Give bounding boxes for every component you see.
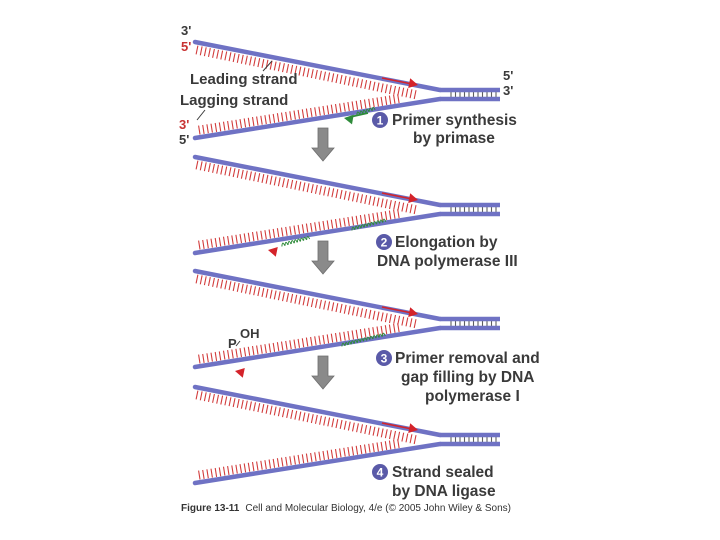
leading-strand-label: Leading strand [190, 71, 298, 88]
fork-panel-4 [192, 384, 500, 486]
leading-strand-bases [195, 45, 417, 100]
leading-strand-arrow-shaft [381, 306, 413, 314]
step-4-line-2: by DNA ligase [392, 483, 496, 500]
leading-strand-arrow-shaft [381, 192, 413, 200]
step-1-line-2: by primase [413, 130, 495, 147]
pol1-arrowhead [235, 368, 245, 378]
parental-duplex-bases [450, 319, 497, 328]
step-badge-number: 3 [381, 352, 388, 366]
step-2-line-2: DNA polymerase III [377, 253, 518, 270]
bottom-template-backbone [192, 325, 443, 370]
lagging-okazaki-bases [198, 94, 400, 135]
leading-strand-bases [195, 274, 417, 329]
leading-strand-pointer [262, 60, 273, 72]
primer-arrow-shaft [349, 112, 369, 118]
bottom-template-backbone [192, 96, 443, 141]
label-right-5prime: 5' [503, 68, 513, 83]
step-badge-number: 2 [381, 236, 388, 250]
caption-figure-number: Figure 13-11 [181, 503, 240, 514]
rna-primer [356, 106, 376, 116]
label-left-5prime: 5' [179, 132, 189, 147]
leading-strand-arrowhead [408, 193, 418, 203]
rna-primer-new [351, 218, 387, 231]
label-left-3prime: 3' [179, 117, 189, 132]
rna-primer [281, 236, 311, 247]
step-badge-3: 3 [376, 350, 392, 366]
step-3-line-1: Primer removal and [395, 350, 540, 367]
caption-text: Cell and Molecular Biology, 4/e (© 2005 … [245, 503, 511, 514]
flow-arrow-1 [311, 127, 335, 162]
flow-arrows [311, 127, 335, 390]
parental-duplex-bases [450, 205, 497, 214]
lagging-strand-label: Lagging strand [180, 92, 288, 109]
fork-panel-2 [192, 154, 500, 257]
lagging-strand-pointer [196, 109, 206, 121]
leading-strand-arrowhead [408, 307, 418, 317]
step-badge-number: 1 [377, 114, 384, 128]
rna-primer-remaining [341, 332, 386, 347]
bottom-template-backbone [192, 441, 443, 486]
step-badge-1: 1 [372, 112, 388, 128]
step-badge-circle [372, 464, 388, 480]
oh-pointer [235, 340, 241, 347]
phosphate-label: P [228, 336, 237, 351]
hydroxyl-label: OH [240, 326, 260, 341]
step-4-line-1: Strand sealed [392, 464, 494, 481]
flow-arrow-2 [311, 240, 335, 275]
fork-panel-1 [192, 39, 500, 141]
bottom-template-backbone [192, 211, 443, 256]
flow-arrow-3 [311, 355, 335, 390]
figure-caption: Figure 13-11 Cell and Molecular Biology, … [181, 503, 511, 514]
step-badges: 1 2 3 4 [372, 112, 392, 480]
step-badge-4: 4 [372, 464, 388, 480]
parental-duplex-bases [450, 90, 497, 99]
okazaki-arrowhead [268, 247, 278, 257]
step-badge-2: 2 [376, 234, 392, 250]
leading-strand-bases [195, 390, 417, 445]
fork-panel-3 [192, 268, 500, 378]
step-badge-circle [376, 234, 392, 250]
step-badge-number: 4 [377, 466, 384, 480]
step-3-line-3: polymerase I [425, 388, 520, 405]
leading-strand-arrow-shaft [381, 77, 413, 85]
lagging-okazaki-bases [198, 209, 400, 250]
lagging-okazaki-bases [198, 439, 400, 480]
leading-strand-bases [195, 160, 417, 215]
leading-strand-arrowhead [408, 78, 418, 88]
leading-strand-arrowhead [408, 423, 418, 433]
step-2-line-1: Elongation by [395, 234, 498, 251]
step-1-line-1: Primer synthesis [392, 112, 517, 129]
parental-duplex-bases [450, 435, 497, 444]
label-top-3prime: 3' [181, 23, 191, 38]
label-top-5prime: 5' [181, 39, 191, 54]
leading-strand-arrow-shaft [381, 422, 413, 430]
label-right-3prime: 3' [503, 83, 513, 98]
step-badge-circle [372, 112, 388, 128]
step-3-line-2: gap filling by DNA [401, 369, 534, 386]
step-badge-circle [376, 350, 392, 366]
lagging-okazaki-bases [198, 323, 400, 364]
